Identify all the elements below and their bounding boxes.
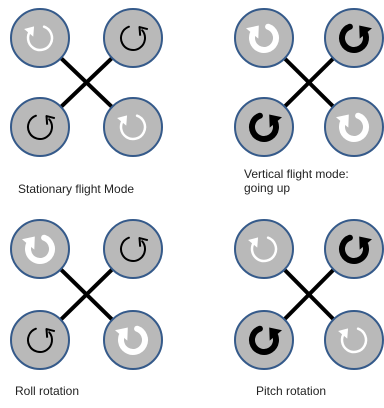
rotor-top-left <box>10 219 70 279</box>
rotor-bottom-right <box>324 310 384 370</box>
propeller-circle-icon <box>234 97 294 157</box>
caption-line: Stationary flight Mode <box>18 182 135 196</box>
propeller-circle-icon <box>103 8 163 68</box>
rotor-bottom-right <box>324 97 384 157</box>
rotor-top-right <box>324 8 384 68</box>
rotor-bottom-left <box>234 97 294 157</box>
rotor-bottom-left <box>10 310 70 370</box>
propeller-circle-icon <box>10 219 70 279</box>
caption-line: going up <box>244 181 291 195</box>
caption-line: Pitch rotation <box>256 384 327 398</box>
propeller-circle-icon <box>103 97 163 157</box>
propeller-circle-icon <box>324 8 384 68</box>
caption-vertical: Vertical flight mode: going up <box>244 167 349 195</box>
rotation-arrow-icon <box>249 112 282 142</box>
rotor-top-right <box>103 8 163 68</box>
rotation-arrow-icon <box>27 114 56 140</box>
propeller-circle-icon <box>324 310 384 370</box>
rotation-arrow-icon <box>338 327 368 354</box>
rotor-bottom-left <box>234 310 294 370</box>
propeller-circle-icon <box>234 310 294 370</box>
quadcopter-panel-2 <box>234 8 384 157</box>
caption-line: Vertical flight mode: <box>244 167 349 181</box>
rotation-arrow-icon <box>22 234 55 264</box>
propeller-circle-icon <box>10 310 70 370</box>
rotor-top-left <box>234 8 294 68</box>
rotation-arrow-icon <box>339 23 372 53</box>
rotation-arrow-icon <box>117 114 147 141</box>
rotor-top-right <box>324 219 384 279</box>
rotation-arrow-icon <box>249 325 282 355</box>
rotor-bottom-right <box>103 310 163 370</box>
caption-stationary: Stationary flight Mode <box>18 182 134 196</box>
rotation-arrow-icon <box>339 234 372 264</box>
rotation-arrow-icon <box>336 112 369 142</box>
rotation-arrow-icon <box>115 325 148 355</box>
rotor-top-right <box>103 219 163 279</box>
rotation-arrow-icon <box>120 25 149 51</box>
propeller-circle-icon <box>324 97 384 157</box>
rotor-top-left <box>10 8 70 68</box>
rotation-arrow-icon <box>27 327 56 353</box>
rotation-arrow-icon <box>248 236 278 263</box>
quadcopter-panel-3 <box>10 219 163 370</box>
rotation-arrow-icon <box>24 25 54 52</box>
propeller-circle-icon <box>324 219 384 279</box>
propeller-circle-icon <box>10 8 70 68</box>
propeller-circle-icon <box>234 219 294 279</box>
propeller-circle-icon <box>234 8 294 68</box>
quadcopter-panel-4 <box>234 219 384 370</box>
rotation-arrow-icon <box>246 23 279 53</box>
rotor-bottom-left <box>10 97 70 157</box>
quadcopter-panel-1 <box>10 8 163 157</box>
propeller-circle-icon <box>103 219 163 279</box>
propeller-circle-icon <box>10 97 70 157</box>
rotor-top-left <box>234 219 294 279</box>
propeller-circle-icon <box>103 310 163 370</box>
caption-pitch: Pitch rotation <box>256 384 326 398</box>
rotor-bottom-right <box>103 97 163 157</box>
caption-line: Roll rotation <box>15 384 80 398</box>
rotation-arrow-icon <box>120 236 149 262</box>
caption-roll: Roll rotation <box>15 384 79 398</box>
